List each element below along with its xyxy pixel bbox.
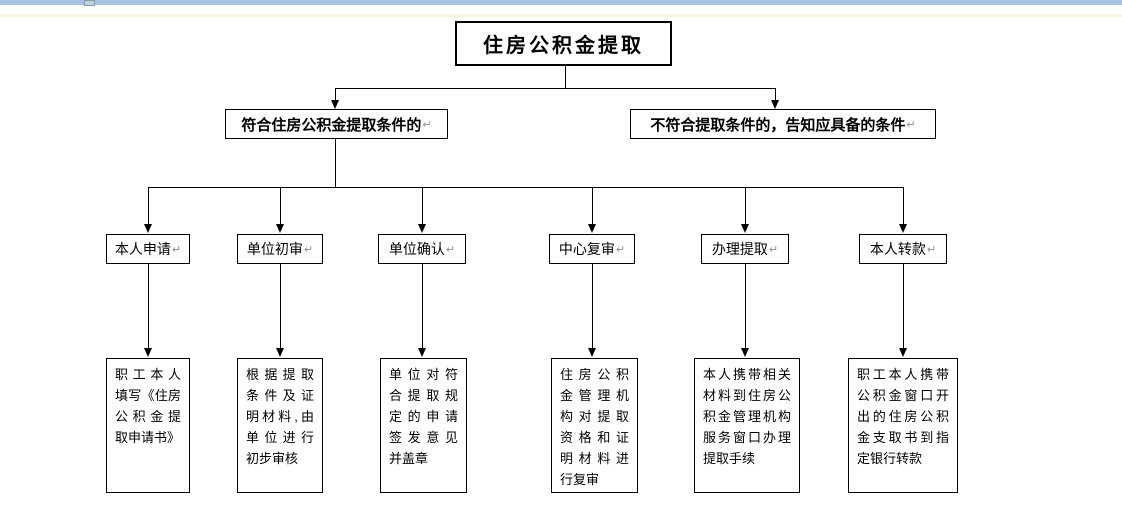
paragraph-mark-icon: ↵ [906,118,916,131]
detail-line: 提取手续 [703,451,756,466]
detail-line: 定银行转款 [857,451,923,466]
arrowhead-icon [741,348,749,357]
connector-line [148,187,904,188]
connector-line [335,139,336,187]
connector-line [775,88,776,101]
connector-line [335,88,776,89]
detail-line: 行复审 [560,472,600,487]
arrowhead-icon [899,224,907,233]
detail-line: 签发意见 [389,430,458,445]
connector-line [592,264,593,348]
arrowhead-icon [331,100,339,109]
step-box-5[interactable]: 办理提取↵ [701,234,789,264]
paragraph-mark-icon: ↵ [445,243,456,256]
branch-label: 不符合提取条件的，告知应具备的条件 [650,116,906,134]
detail-line: 本人携带相关 [703,367,791,382]
branch-box-not-eligible[interactable]: 不符合提取条件的，告知应具备的条件 ↵ [630,109,936,139]
arrowhead-icon [588,348,596,357]
arrowhead-icon [144,224,152,233]
step-label: 办理提取 [711,241,768,257]
detail-line: 合提取规 [389,388,458,403]
detail-line: 材料到住房公 [703,388,791,403]
arrowhead-icon [276,224,284,233]
detail-line: 条件及证 [246,388,314,403]
paragraph-mark-icon: ↵ [615,243,626,256]
detail-line: 取申请书》 [115,430,181,445]
step-label: 本人转款 [869,241,926,257]
detail-line: 职工本人 [115,367,181,382]
connector-line [745,187,746,224]
detail-line: 并盖章 [389,451,429,466]
arrowhead-icon [899,348,907,357]
detail-line: 积金管理机构 [703,409,791,424]
detail-line: 根据提取 [246,367,314,382]
detail-line: 单位对符 [389,367,458,382]
step-box-4[interactable]: 中心复审↵ [549,234,635,264]
detail-box-1[interactable]: 职工本人填写《住房公积金提取申请书》 [106,358,190,493]
detail-line: 职工本人携带 [857,367,949,382]
connector-line [280,187,281,224]
connector-line [422,264,423,348]
step-box-3[interactable]: 单位确认↵ [378,234,466,264]
detail-line: 填写《住房 [115,388,181,403]
arrowhead-icon [418,224,426,233]
paragraph-mark-icon: ↵ [926,243,937,256]
connector-line [422,187,423,224]
detail-line: 公积金提 [115,409,181,424]
branch-box-eligible[interactable]: 符合住房公积金提取条件的 ↵ [225,109,448,139]
arrowhead-icon [276,348,284,357]
detail-line: 资格和证 [560,430,629,445]
step-label: 中心复审 [558,241,615,257]
paragraph-mark-icon: ↵ [303,243,314,256]
flowchart-title-box[interactable]: 住房公积金提取 [455,21,672,66]
detail-line: 构对提取 [560,409,629,424]
ruler-marker-icon[interactable] [84,0,95,6]
paragraph-mark-icon: ↵ [768,243,779,256]
step-label: 本人申请 [114,241,171,257]
arrowhead-icon [418,348,426,357]
connector-line [148,187,149,224]
arrowhead-icon [588,224,596,233]
connector-line [592,187,593,224]
detail-line: 公积金窗口开 [857,388,949,403]
flowchart-title: 住房公积金提取 [483,35,644,57]
detail-line: 明材料,由 [246,409,314,424]
branch-label: 符合住房公积金提取条件的 [241,116,422,134]
detail-line: 服务窗口办理 [703,430,791,445]
detail-box-4[interactable]: 住房公积金管理机构对提取资格和证明材料进行复审 [551,358,638,493]
detail-line: 单位进行 [246,430,314,445]
connector-line [903,187,904,224]
detail-line: 明材料进 [560,451,629,466]
detail-line: 定的申请 [389,409,458,424]
arrowhead-icon [144,348,152,357]
detail-box-3[interactable]: 单位对符合提取规定的申请签发意见并盖章 [380,358,467,493]
connector-line [335,88,336,101]
paragraph-mark-icon: ↵ [422,118,432,131]
step-label: 单位初审 [246,241,303,257]
detail-box-6[interactable]: 职工本人携带公积金窗口开出的住房公积金支取书到指定银行转款 [848,358,958,493]
arrowhead-icon [771,100,779,109]
detail-line: 住房公积 [560,367,629,382]
connector-line [745,264,746,348]
window-top-bar [0,0,1122,5]
connector-line [903,264,904,348]
step-label: 单位确认 [388,241,445,257]
detail-box-2[interactable]: 根据提取条件及证明材料,由单位进行初步审核 [237,358,323,493]
paragraph-mark-icon: ↵ [171,243,182,256]
detail-line: 金管理机 [560,388,629,403]
connector-line [280,264,281,348]
connector-line [565,66,566,88]
ruler-line [0,14,1122,17]
step-box-2[interactable]: 单位初审↵ [237,234,323,264]
detail-line: 金支取书到指 [857,430,949,445]
detail-line: 初步审核 [246,451,299,466]
detail-line: 出的住房公积 [857,409,949,424]
step-box-1[interactable]: 本人申请↵ [106,234,190,264]
step-box-6[interactable]: 本人转款↵ [859,234,947,264]
arrowhead-icon [741,224,749,233]
detail-box-5[interactable]: 本人携带相关材料到住房公积金管理机构服务窗口办理提取手续 [694,358,800,493]
connector-line [148,264,149,348]
